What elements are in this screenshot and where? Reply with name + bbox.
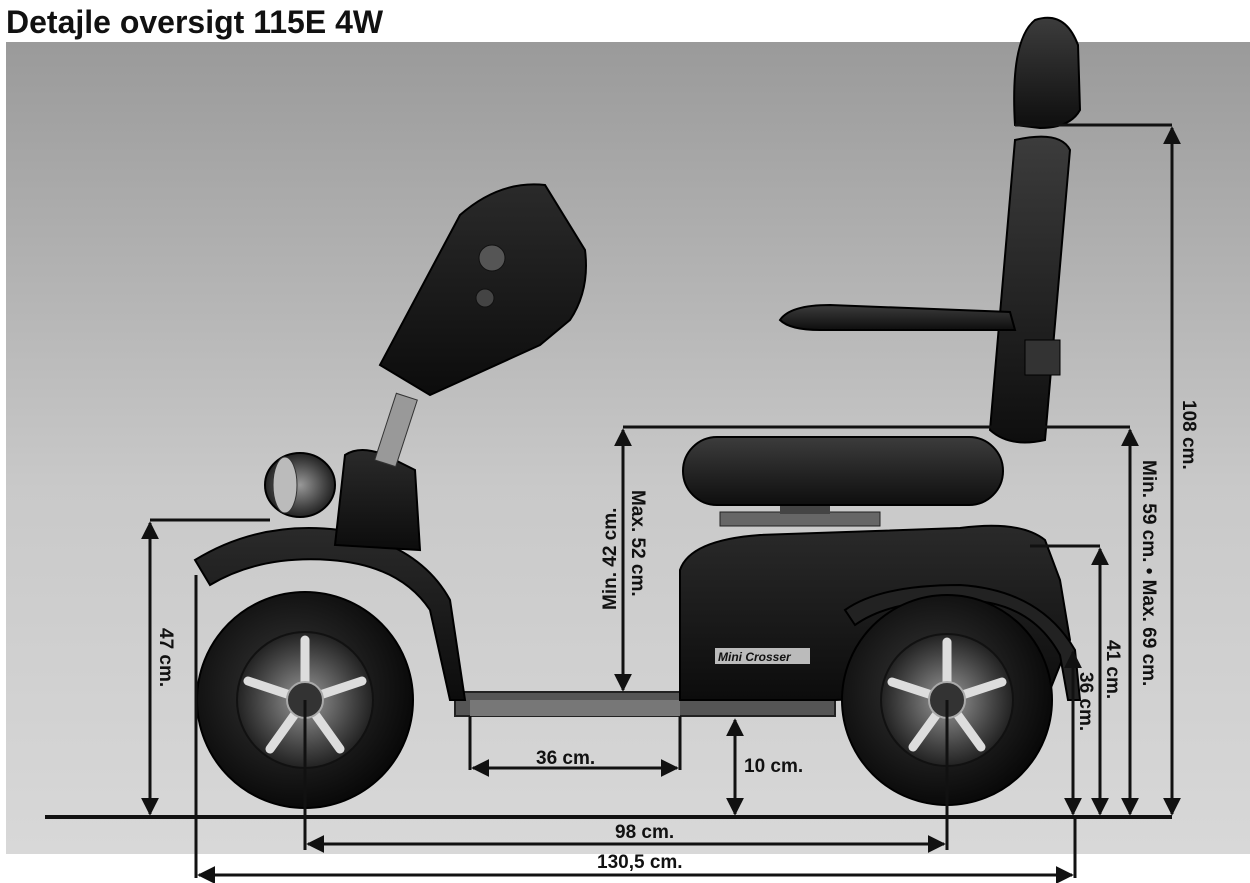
tiller-stem	[374, 392, 418, 468]
tiller-knob	[478, 244, 506, 272]
brand-plate	[715, 648, 810, 664]
seat-cushion	[682, 436, 1004, 506]
label-41: 41 cm.	[1102, 640, 1123, 699]
front-fender	[193, 527, 467, 701]
label-36-rear: 36 cm.	[1075, 672, 1096, 731]
dimension-labels: 108 cm. Min. 59 cm. • Max. 69 cm. Min. 4…	[155, 400, 1199, 873]
page-title: Detajle oversigt 115E 4W	[6, 4, 384, 40]
tiller-button	[475, 288, 495, 308]
label-armrest-min: Min. 42 cm.	[600, 508, 621, 610]
label-seat-height: Min. 59 cm. • Max. 69 cm.	[1138, 460, 1159, 686]
headlight-lens	[272, 456, 298, 514]
armrest	[778, 303, 1017, 331]
label-ground-clearance: 10 cm.	[744, 756, 803, 777]
label-armrest-max: Max. 52 cm.	[627, 490, 648, 597]
steering-column	[333, 449, 422, 552]
headrest	[1013, 16, 1082, 130]
label-total-length: 130,5 cm.	[597, 852, 683, 873]
armrest-bracket	[1024, 339, 1061, 376]
label-wheelbase: 98 cm.	[615, 822, 674, 843]
footplate	[470, 700, 680, 716]
label-floor-length: 36 cm.	[536, 748, 595, 769]
dimension-lines	[141, 123, 1181, 883]
brand-text: Mini Crosser	[718, 650, 792, 664]
seat-plate	[719, 511, 881, 527]
label-front-height: 47 cm.	[155, 628, 176, 687]
label-total-height: 108 cm.	[1178, 400, 1199, 470]
